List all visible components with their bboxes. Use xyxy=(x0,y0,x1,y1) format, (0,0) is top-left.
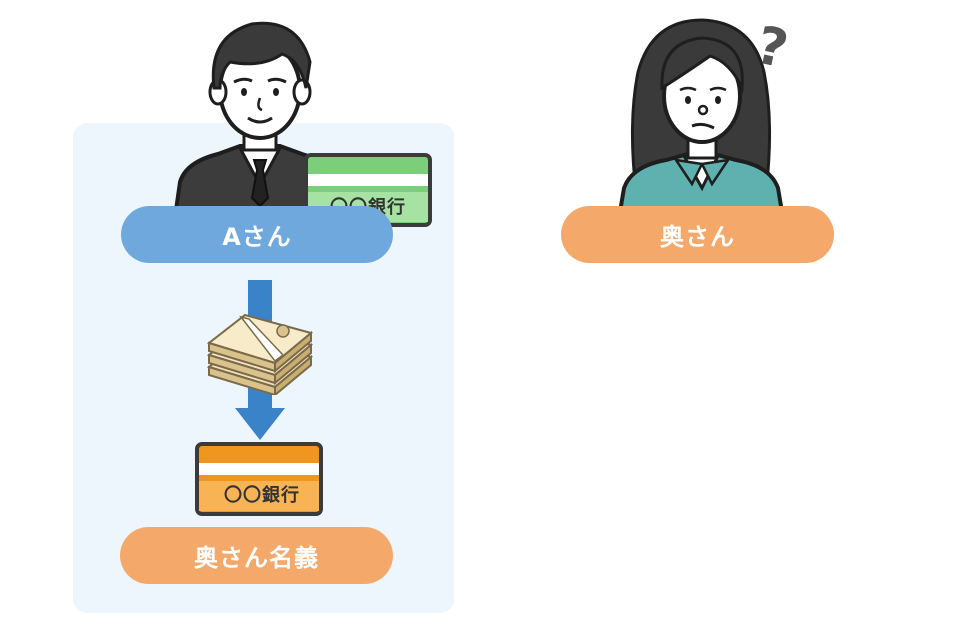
wife-account-card-text: 〇〇銀行 xyxy=(224,485,300,506)
man-avatar-icon xyxy=(173,21,345,210)
money-stack-icon xyxy=(206,313,314,395)
account-owner-label: 奥さん名義 xyxy=(120,527,393,584)
man-label: Aさん xyxy=(121,206,393,263)
wife-account-card-icon xyxy=(195,442,323,516)
wife-label: 奥さん xyxy=(561,206,834,263)
wife-avatar-icon xyxy=(617,18,785,212)
